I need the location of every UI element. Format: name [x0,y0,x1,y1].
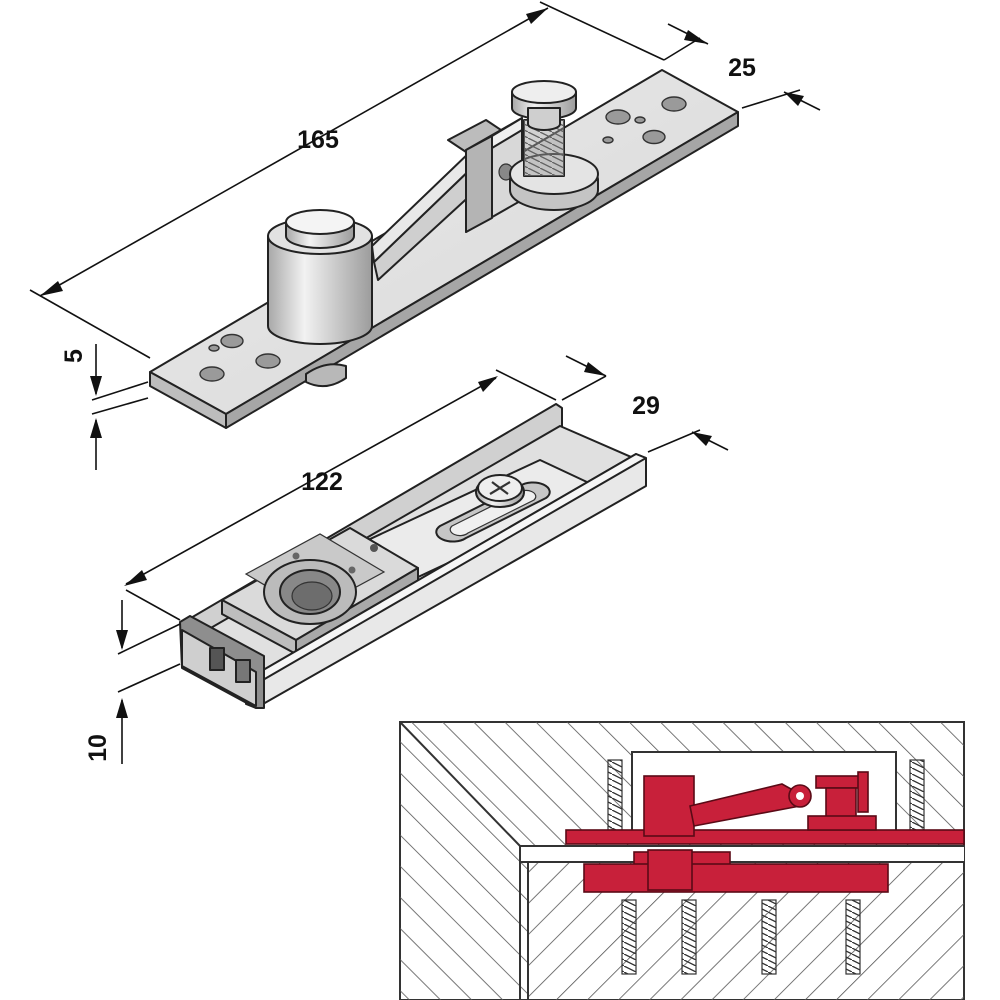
dimension-5-label: 5 [60,349,88,363]
dimension-122: 122 [124,369,557,621]
mounting-holes-left [199,333,281,382]
dimension-25: 25 [663,23,821,111]
pivot-cylinder [267,209,373,345]
pivot-bottom-boss [305,363,347,388]
dimension-122-label: 122 [301,468,343,496]
pivot-plate-assembly: 165 25 5 [29,1,821,470]
channel-end-cap [179,615,265,709]
dimension-29: 29 [561,355,729,453]
installation-section-view [399,721,965,1000]
phillips-screw [475,474,525,508]
lower-screws [621,899,861,975]
dimension-165-label: 165 [297,126,339,154]
adjuster-screw [509,80,599,211]
red-pivot-section [565,771,965,845]
dimension-29-label: 29 [632,392,660,420]
dimension-165: 165 [29,1,665,359]
channel-assembly: 122 29 10 [84,355,729,764]
dimension-25-label: 25 [728,54,756,82]
dimension-10-label: 10 [84,734,112,762]
pivot-plate-top [149,69,739,415]
dimension-10: 10 [84,600,181,764]
mounting-holes-right [602,96,687,145]
upper-screws [607,759,925,831]
pivot-plate-side [225,111,739,429]
dimension-5: 5 [60,344,149,470]
red-channel-section [583,849,889,893]
